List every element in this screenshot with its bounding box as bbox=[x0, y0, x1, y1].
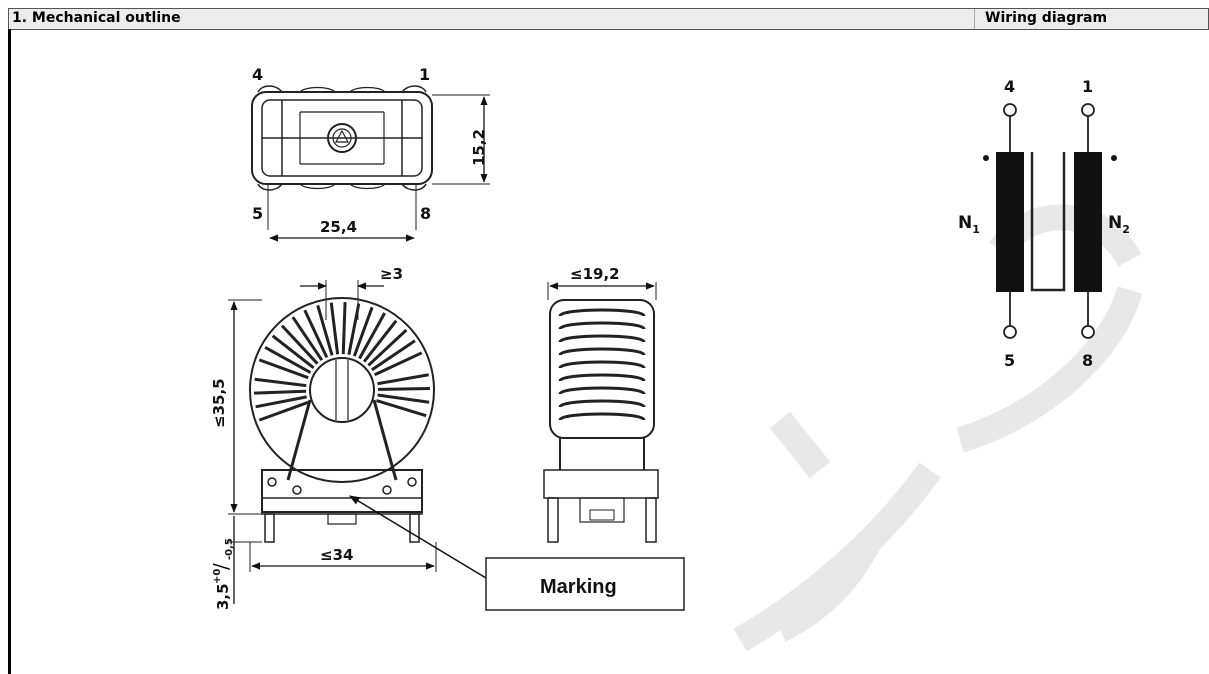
marking-leader-line bbox=[349, 495, 487, 579]
top-width-dim: 25,4 bbox=[320, 218, 357, 236]
section-title: 1. Mechanical outline bbox=[12, 10, 181, 26]
polarity-dot-n1 bbox=[983, 155, 989, 161]
winding-n2-label: N2 bbox=[1108, 213, 1130, 236]
side-view-drawing bbox=[543, 282, 659, 543]
front-height-dim: ≤35,5 bbox=[210, 378, 228, 428]
marking-callout-box bbox=[485, 557, 685, 611]
svg-text:3,5: 3,5 bbox=[214, 583, 232, 610]
top-pin-5: 5 bbox=[252, 204, 263, 223]
svg-text:/: / bbox=[209, 563, 233, 570]
frame-left bbox=[8, 29, 11, 674]
winding-n1-label: N1 bbox=[958, 213, 980, 236]
front-pin-length-dim: 3,5 +0 / -0,5 bbox=[209, 538, 235, 610]
section-header: 1. Mechanical outline Wiring diagram bbox=[8, 8, 1209, 30]
wiring-pin-5: 5 bbox=[1004, 351, 1015, 370]
wiring-pin-4: 4 bbox=[1004, 77, 1015, 96]
front-gap-dim: ≥3 bbox=[380, 265, 403, 283]
wiring-pin-8: 8 bbox=[1082, 351, 1093, 370]
wiring-pin-1: 1 bbox=[1082, 77, 1093, 96]
wiring-title: Wiring diagram bbox=[985, 10, 1108, 26]
winding-n2-bar bbox=[1074, 152, 1102, 292]
top-height-dim: 15,2 bbox=[470, 129, 488, 166]
winding-n1-bar bbox=[996, 152, 1024, 292]
watermark-logo bbox=[733, 204, 1143, 652]
top-view-drawing bbox=[251, 85, 490, 230]
marking-label: Marking bbox=[540, 576, 617, 598]
svg-text:+0: +0 bbox=[212, 569, 223, 584]
top-pin-8: 8 bbox=[420, 204, 431, 223]
top-pin-4: 4 bbox=[252, 65, 263, 84]
side-width-dim: ≤19,2 bbox=[570, 265, 620, 283]
header-left-cell: 1. Mechanical outline bbox=[9, 9, 975, 29]
top-pin-1: 1 bbox=[419, 65, 430, 84]
front-width-dim: ≤34 bbox=[320, 546, 353, 564]
polarity-dot-n2 bbox=[1111, 155, 1117, 161]
wiring-diagram bbox=[1003, 103, 1095, 339]
svg-text:-0,5: -0,5 bbox=[224, 538, 235, 560]
